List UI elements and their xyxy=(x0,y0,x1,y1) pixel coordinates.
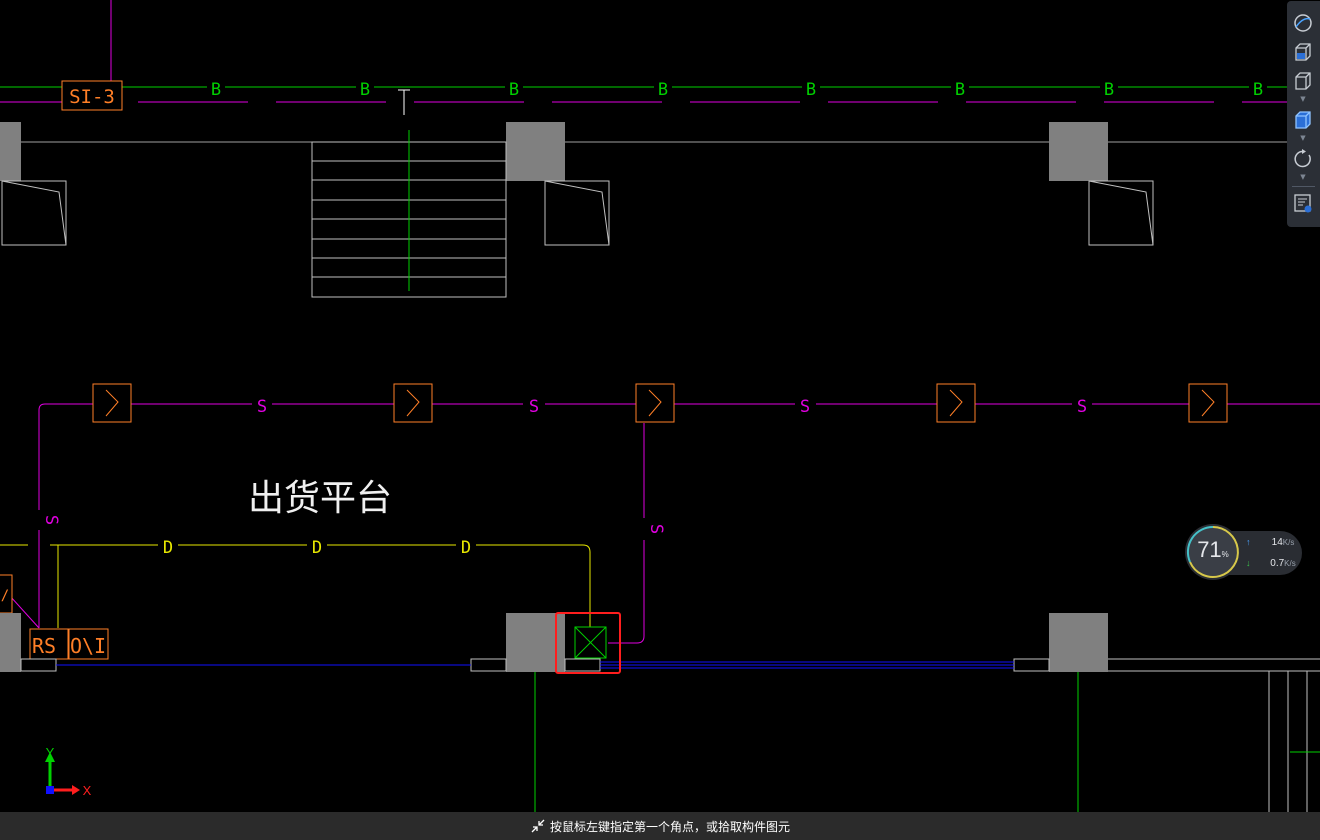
pipe-b-label: B xyxy=(806,80,816,100)
pipe-s-label: S xyxy=(800,397,810,417)
blue-pipe-line xyxy=(600,661,1014,669)
box-view-button[interactable] xyxy=(1292,70,1314,92)
usage-percent: 71% xyxy=(1197,537,1229,562)
column[interactable] xyxy=(1049,613,1108,672)
sprinkler-box[interactable] xyxy=(936,383,976,423)
column[interactable] xyxy=(0,122,21,181)
area-label: 出货平台 xyxy=(248,478,392,519)
view-toolbar: ▼ ▼ ▼ xyxy=(1287,1,1320,227)
pipe-s-label: S xyxy=(1077,397,1087,417)
tag-on-label: O\I xyxy=(70,634,106,658)
chevron-down-icon[interactable]: ▼ xyxy=(1300,95,1306,103)
window-frame xyxy=(20,658,1320,672)
pipe-d-line xyxy=(0,544,591,628)
pipe-d-label: D xyxy=(163,538,173,558)
rotate-button[interactable] xyxy=(1292,148,1314,170)
tag-si3-box[interactable] xyxy=(61,80,123,111)
door-symbol xyxy=(544,180,610,246)
command-prompt: 按鼠标左键指定第一个角点，或拾取构件图元 xyxy=(550,820,791,834)
tag-partial-label: / xyxy=(1,588,9,604)
axis-x-label: X xyxy=(83,783,92,798)
axis-y-label: Y xyxy=(46,745,55,760)
sprinkler-box[interactable] xyxy=(1188,383,1228,423)
rotate-icon xyxy=(1294,149,1311,168)
sprinkler-box[interactable] xyxy=(92,383,132,423)
solid-box-icon xyxy=(1295,111,1311,129)
pipe-s-label: S xyxy=(646,524,666,534)
solid-box-view-button[interactable] xyxy=(1292,109,1314,131)
sprinkler-box[interactable] xyxy=(635,383,675,423)
3d-view-button[interactable] xyxy=(1292,41,1314,63)
pipe-b-label: B xyxy=(955,80,965,100)
sprinkler-box[interactable] xyxy=(393,383,433,423)
pipe-b-label: B xyxy=(360,80,370,100)
cube-3d-icon xyxy=(1295,43,1311,61)
properties-panel-button[interactable] xyxy=(1292,192,1314,214)
tag-si3-label: SI-3 xyxy=(69,86,115,108)
network-speed-widget[interactable]: 71% ↑ 14K/s ↓ 0.7K/s xyxy=(1184,523,1304,581)
pipe-b-label: B xyxy=(211,80,221,100)
pipe-b-label: B xyxy=(1253,80,1263,100)
pipe-d-label: D xyxy=(461,538,471,558)
selected-valve[interactable] xyxy=(574,626,607,659)
orbit-view-button[interactable] xyxy=(1292,12,1314,34)
pipe-s-label: S xyxy=(257,397,267,417)
pipe-b-label: B xyxy=(1104,80,1114,100)
download-arrow-icon: ↓ xyxy=(1246,558,1251,568)
tag-rs-label: RS xyxy=(32,634,56,658)
column[interactable] xyxy=(1049,122,1108,181)
selection-highlight xyxy=(555,612,621,674)
pipe-b-label: B xyxy=(509,80,519,100)
text-cursor-icon xyxy=(398,89,410,115)
properties-icon xyxy=(1294,194,1312,213)
usage-gauge xyxy=(1185,524,1241,580)
pipe-b-label: B xyxy=(658,80,668,100)
door-symbol xyxy=(1,180,67,246)
tag-on-box[interactable] xyxy=(68,628,109,660)
pipe-s-label: S xyxy=(529,397,539,417)
pipe-s-label: S xyxy=(41,515,61,525)
status-bar: 按鼠标左键指定第一个角点，或拾取构件图元 xyxy=(0,812,1320,840)
collapse-arrows-icon[interactable] xyxy=(530,818,546,834)
orbit-icon xyxy=(1294,14,1312,32)
chevron-down-icon[interactable]: ▼ xyxy=(1300,134,1306,142)
chevron-down-icon[interactable]: ▼ xyxy=(1300,173,1306,181)
pipe-d-label: D xyxy=(312,538,322,558)
pipe-s-line xyxy=(0,403,1320,644)
ucs-axis-icon xyxy=(45,752,80,795)
column[interactable] xyxy=(506,122,565,181)
column[interactable] xyxy=(0,613,21,672)
door-symbol xyxy=(1088,180,1154,246)
box-icon xyxy=(1295,72,1311,90)
toolbar-divider xyxy=(1292,186,1315,187)
upload-arrow-icon: ↑ xyxy=(1246,537,1251,547)
